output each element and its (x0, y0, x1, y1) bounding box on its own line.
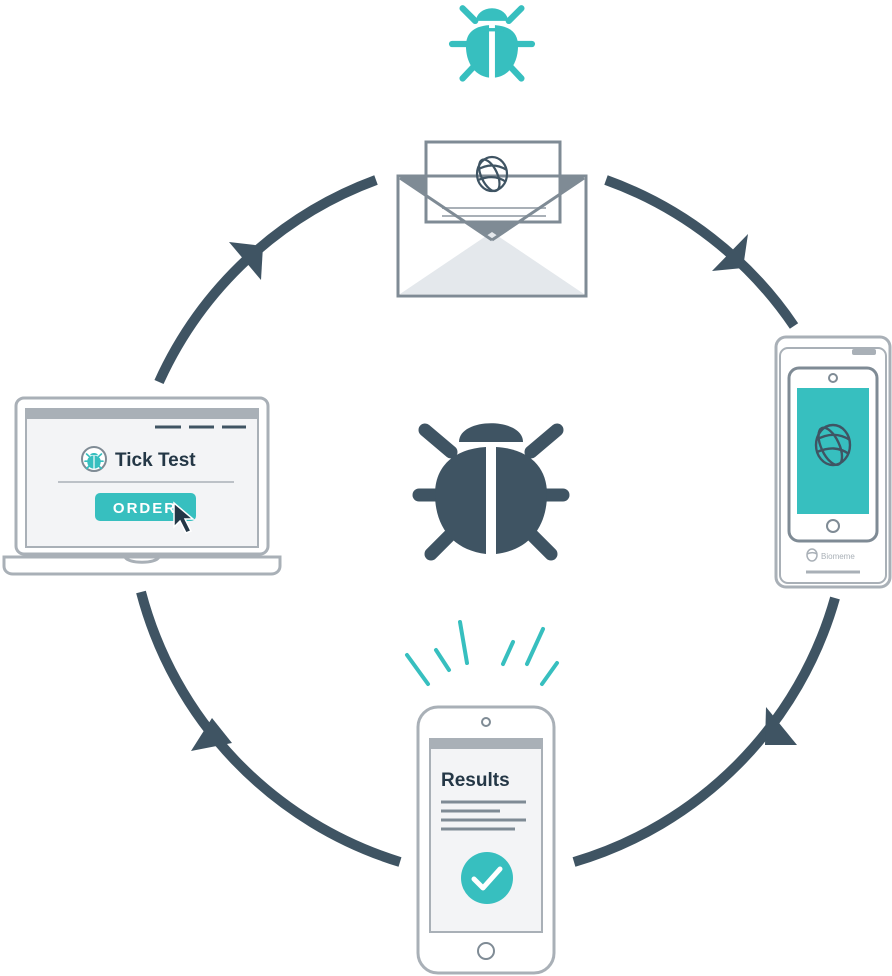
mail-envelope (396, 140, 588, 298)
arc-phone-to-laptop (136, 590, 402, 867)
arrowhead-top-left (229, 242, 263, 280)
envelope-front-flap (400, 232, 584, 294)
laptop-device: Tick Test ORDER (2, 396, 282, 576)
tick-test-badge-icon (81, 446, 107, 472)
tablet-screen (797, 388, 869, 514)
order-button[interactable] (95, 493, 196, 521)
phone-home-button (477, 942, 495, 960)
arrowhead-top-right (712, 234, 748, 271)
tablet-brand-label: Biomeme (821, 552, 855, 561)
phone-device: Results (405, 620, 559, 975)
notification-lines (405, 620, 559, 686)
center-bug-icon (412, 423, 570, 561)
tablet-brand-icon (806, 548, 818, 562)
laptop-base (2, 555, 282, 576)
cursor-arrow-icon (173, 501, 196, 534)
arrowhead-bottom-left (191, 718, 232, 751)
tablet-device: Biomeme (774, 335, 892, 589)
laptop-title: Tick Test (115, 450, 196, 471)
results-heading: Results (441, 770, 510, 791)
globe-logo-icon (475, 155, 509, 193)
arrowhead-bottom-right (765, 707, 797, 745)
checkmark-icon (461, 852, 513, 904)
arc-envelope-to-tablet (604, 175, 799, 329)
globe-logo-icon (814, 423, 852, 467)
arc-tablet-to-phone (572, 596, 840, 867)
arc-laptop-to-envelope (154, 175, 378, 385)
cycle-arrowheads (191, 234, 797, 751)
top-bug-icon (448, 5, 536, 82)
order-button-label: ORDER (113, 500, 177, 517)
